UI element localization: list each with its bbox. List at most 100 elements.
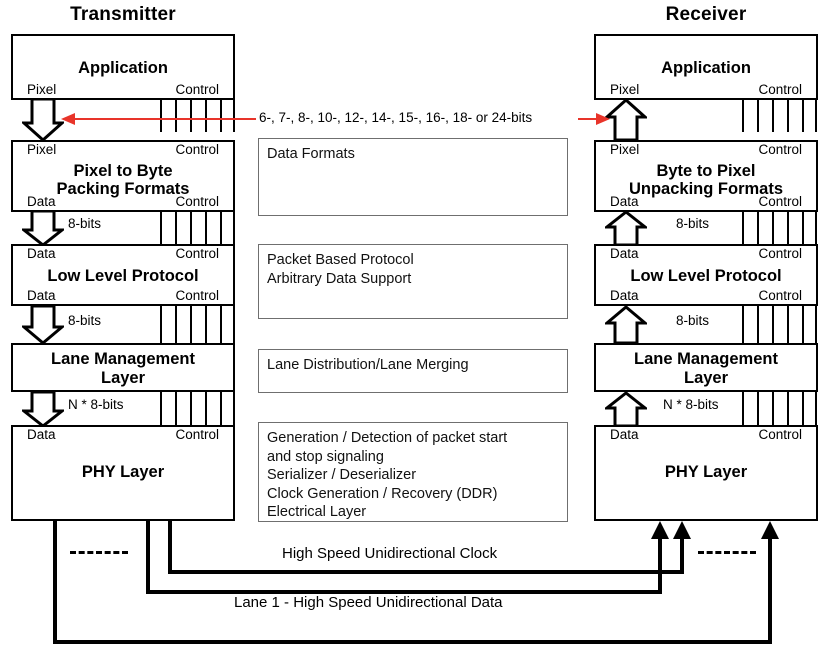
lane-n-arrowhead-rx [760,521,780,546]
desc-line: Data Formats [267,146,355,162]
lane-continuation-dashes-left [70,551,128,554]
rx-arrow-up-phy-to-lane [605,392,647,427]
rx-control-bus-line [815,99,817,132]
clock-arrowhead-rx [672,521,692,546]
tx-control-bus-line [205,211,207,244]
tx-bit-label-8bits-pack: 8-bits [68,216,102,231]
rx-control-bus-line [757,306,759,343]
tx-control-bus-line [205,392,207,425]
rx-control-bus-line [802,306,804,343]
tx-pixel-to-byte-port-control-bottom: Control [175,194,219,209]
tx-low-level-protocol-title: Low Level Protocol [47,267,199,285]
rx-application-box[interactable]: Application Pixel Control [594,34,818,100]
clock-wire-horizontal [168,570,684,574]
rx-arrow-up-llp-to-unpack [605,211,647,246]
rx-control-bus-line [815,211,817,244]
tx-control-bus-line [190,211,192,244]
tx-control-bus-line [233,306,235,343]
transmitter-column-title: Transmitter [70,4,176,25]
tx-arrow-down-pack-to-llp [22,211,64,246]
rx-byte-to-pixel-box[interactable]: Byte to Pixel Unpacking Formats Pixel Co… [594,140,818,212]
rx-control-bus-line [757,211,759,244]
tx-pixel-to-byte-port-control-top: Control [175,142,219,157]
rx-control-bus-line [787,99,789,132]
desc-data-formats-box: Data Formats [258,138,568,216]
desc-line: Electrical Layer [267,504,367,520]
rx-application-port-pixel: Pixel [610,82,640,97]
rx-phy-layer-box[interactable]: PHY Layer Data Control [594,425,818,521]
clock-link-label: High Speed Unidirectional Clock [276,545,504,562]
tx-pixel-to-byte-title-line2: Packing Formats [56,180,190,198]
rx-control-bus-line [772,306,774,343]
rx-lane-management-box[interactable]: Lane Management Layer [594,343,818,392]
rx-low-level-protocol-box[interactable]: Low Level Protocol Data Control Data Con… [594,244,818,306]
rx-llp-port-control-bottom: Control [758,288,802,303]
tx-control-bus-line [233,211,235,244]
lane-n-wire-rx-vertical [768,538,772,644]
rx-application-title: Application [661,59,751,77]
rx-lane-management-title-line1: Lane Management [634,350,778,368]
tx-application-title: Application [78,59,168,77]
clock-wire-tx-vertical [168,521,172,574]
rx-control-bus-line [742,392,744,425]
rx-llp-port-data-bottom: Data [610,288,639,303]
lane-continuation-dashes-right [698,551,756,554]
desc-line: Packet Based Protocol [267,252,414,268]
rx-application-port-control: Control [758,82,802,97]
tx-control-bus-line [175,99,177,132]
rx-control-bus-line [742,211,744,244]
rx-control-bus-line [742,306,744,343]
rx-control-bus-line [815,392,817,425]
tx-pixel-to-byte-port-data: Data [27,194,56,209]
tx-lane-management-title-line2: Layer [100,369,146,387]
tx-control-bus-line [190,99,192,132]
desc-line: Arbitrary Data Support [267,270,412,287]
tx-pixel-to-byte-port-pixel: Pixel [27,142,57,157]
pixel-bus-annotation-label: 6-, 7-, 8-, 10-, 12-, 14-, 15-, 16-, 18-… [259,110,533,125]
desc-line: Clock Generation / Recovery (DDR) [267,485,498,502]
pixel-bus-red-line-left [70,118,236,120]
tx-control-bus-line [205,99,207,132]
rx-control-bus-line [772,99,774,132]
tx-llp-port-data-top: Data [27,246,56,261]
tx-control-bus-line [160,392,162,425]
data-wire-rx-vertical [658,538,662,594]
pixel-bus-red-arrowhead-left [61,112,77,131]
rx-control-bus-line [772,392,774,425]
tx-control-bus-line [160,211,162,244]
rx-control-bus-line [787,306,789,343]
tx-control-bus-line [220,211,222,244]
tx-pixel-to-byte-box[interactable]: Pixel to Byte Packing Formats Pixel Cont… [11,140,235,212]
rx-byte-to-pixel-title-line1: Byte to Pixel [656,162,756,180]
tx-application-box[interactable]: Application Pixel Control [11,34,235,100]
desc-line: Serializer / Deserializer [267,467,417,483]
rx-low-level-protocol-title: Low Level Protocol [630,267,782,285]
rx-bit-label-8bits-llp: 8-bits [676,313,710,328]
tx-phy-layer-box[interactable]: PHY Layer Data Control [11,425,235,521]
desc-low-level-protocol-box: Packet Based Protocol Arbitrary Data Sup… [258,244,568,319]
tx-bit-label-8bits-llp: 8-bits [68,313,102,328]
tx-arrow-down-llp-to-lane [22,306,64,344]
rx-byte-to-pixel-port-control-bottom: Control [758,194,802,209]
tx-low-level-protocol-box[interactable]: Low Level Protocol Data Control Data Con… [11,244,235,306]
rx-byte-to-pixel-port-data: Data [610,194,639,209]
rx-phy-port-control: Control [758,427,802,442]
rx-byte-to-pixel-title-line2: Unpacking Formats [628,180,784,198]
tx-llp-port-control-bottom: Control [175,288,219,303]
receiver-column-title: Receiver [665,4,747,25]
tx-control-bus-line [190,392,192,425]
tx-control-bus-line [160,306,162,343]
rx-control-bus-line [787,211,789,244]
tx-control-bus-line [175,211,177,244]
clock-wire-rx-vertical [680,538,684,574]
rx-lane-management-title-line2: Layer [683,369,729,387]
tx-application-port-pixel: Pixel [27,82,57,97]
tx-application-port-control: Control [175,82,219,97]
rx-llp-port-control-top: Control [758,246,802,261]
tx-control-bus-line [190,306,192,343]
tx-lane-management-title-line1: Lane Management [51,350,195,368]
rx-control-bus-line [815,306,817,343]
tx-lane-management-box[interactable]: Lane Management Layer [11,343,235,392]
lane-n-wire-horizontal [53,640,772,644]
